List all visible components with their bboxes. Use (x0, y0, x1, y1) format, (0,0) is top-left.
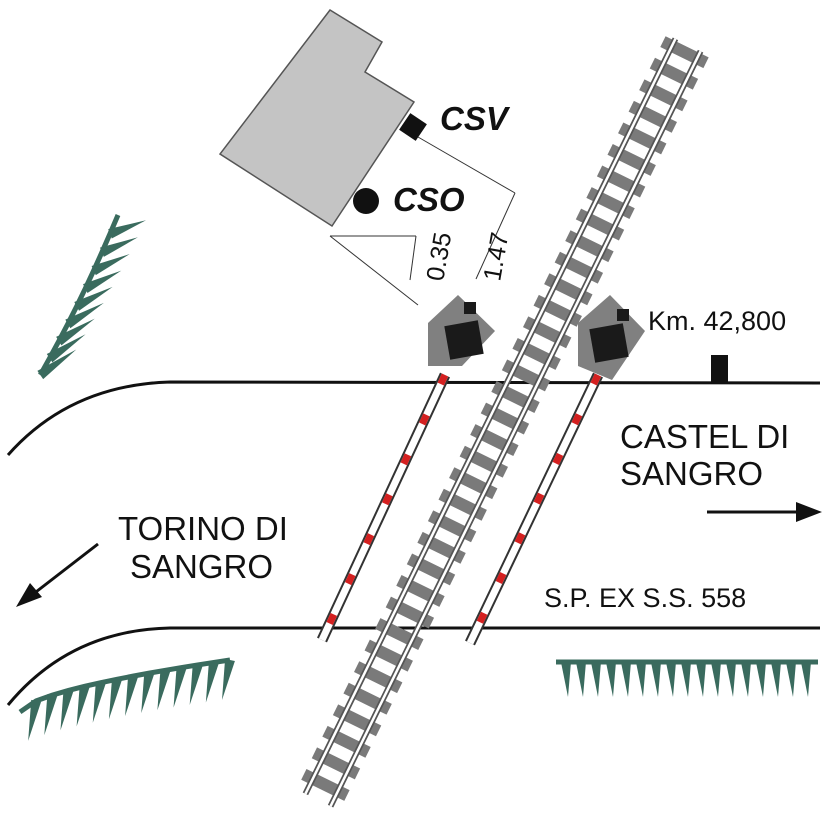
vegetation-spike (591, 661, 601, 697)
vegetation-spike (46, 334, 86, 363)
vegetation-spike (786, 661, 796, 697)
vegetation-spike (801, 661, 811, 697)
vegetation-spike (56, 318, 95, 346)
vegetation-spike (651, 661, 661, 697)
dimension-large-label: 1.47 (478, 230, 514, 283)
km-marker-post (711, 355, 728, 382)
vegetation-spike (83, 270, 122, 294)
vegetation-spike (108, 678, 122, 720)
barrier-right (465, 372, 603, 646)
vegetation-spike (157, 669, 171, 711)
vegetation-spike (76, 685, 90, 727)
vegetation-spike (65, 302, 104, 329)
signal-right (578, 295, 645, 380)
vegetation-spike (561, 661, 571, 697)
vegetation-spike (681, 661, 691, 697)
vegetation-spike (44, 694, 58, 736)
building (218, 9, 416, 228)
vegetation-spike (37, 349, 77, 380)
cso-label: CSO (393, 181, 465, 218)
csv-label: CSV (440, 100, 511, 137)
arrow-southwest-icon (16, 542, 99, 607)
vegetation-spike (222, 659, 235, 700)
barrier-left (317, 372, 450, 643)
cso-device-icon (353, 188, 379, 214)
vegetation-spike (576, 661, 586, 697)
vegetation-spike (60, 689, 74, 731)
vegetation-spike (711, 661, 721, 697)
vegetation-spike (28, 699, 42, 741)
vegetation-spike (125, 675, 138, 717)
vegetation-spike (771, 661, 781, 697)
vegetation-base (38, 214, 121, 377)
vegetation-spike (741, 661, 751, 697)
arrow-east-icon (707, 502, 822, 522)
km-label: Km. 42,800 (648, 306, 786, 336)
vegetation-spike (74, 286, 113, 311)
signal-left (428, 295, 495, 366)
road-label: S.P. EX S.S. 558 (544, 583, 746, 613)
dimension-small-label: 0.35 (421, 230, 457, 283)
vegetation-spike (636, 661, 646, 697)
torino-label-line2: SANGRO (130, 548, 273, 585)
vegetation-spike (205, 661, 219, 703)
vegetation-spike (173, 666, 187, 708)
torino-label-line1: TORINO DI (118, 510, 288, 547)
vegetation-spike (756, 661, 766, 697)
vegetation-spike (91, 254, 130, 276)
csv-device-icon (399, 113, 427, 141)
vegetation-spike (141, 672, 155, 714)
road-north-edge (6, 380, 821, 456)
vegetation-spike (99, 237, 138, 257)
vegetation-spike (92, 681, 106, 723)
castel-label-line2: SANGRO (620, 455, 763, 492)
castel-label-line1: CASTEL DI (620, 418, 789, 455)
vegetation-spike (621, 661, 631, 697)
road-south-edge (6, 626, 820, 706)
rail-highlight (304, 38, 677, 795)
vegetation-spike (726, 661, 736, 697)
vegetation-spike (666, 661, 676, 697)
vegetation-spike (696, 661, 706, 697)
vegetation-spike (189, 663, 203, 705)
railway-track (301, 36, 709, 808)
vegetation-spike (108, 220, 146, 239)
rail-highlight (329, 50, 702, 807)
vegetation-spike (606, 661, 616, 697)
vegetation (18, 214, 818, 741)
dimension-lines (329, 136, 516, 306)
